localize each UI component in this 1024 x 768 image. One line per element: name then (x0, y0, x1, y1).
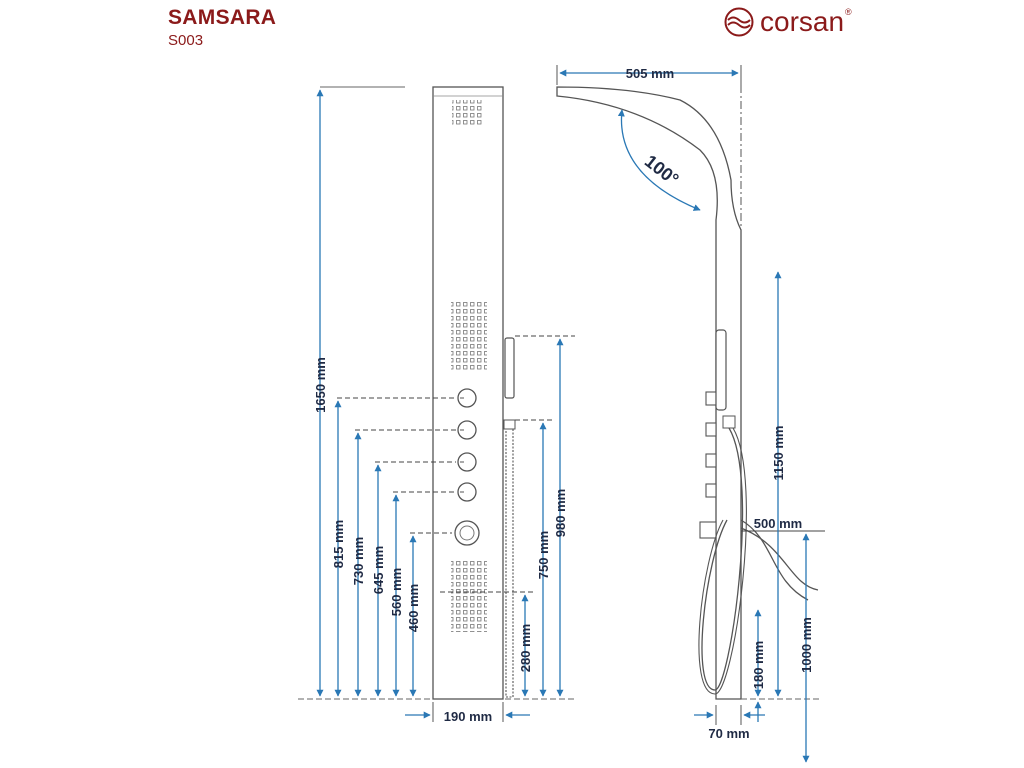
hand-shower-side (715, 329, 727, 411)
product-code: S003 (168, 32, 204, 49)
rain-nozzle-grid (452, 100, 484, 125)
lower-massage-jets (451, 560, 487, 632)
registered-mark: ® (845, 7, 852, 17)
dim-645: 645 mm (371, 546, 386, 594)
side-knobs (699, 391, 717, 539)
dim-190: 190 mm (444, 709, 492, 724)
hand-shower-front (504, 337, 515, 399)
dim-70: 70 mm (708, 726, 749, 741)
hand-shower-holder (503, 419, 516, 430)
dim-180: 180 mm (751, 641, 766, 689)
dim-1650: 1650 mm (313, 357, 328, 413)
dim-angle: 100° (641, 151, 683, 190)
control-knob (457, 452, 477, 472)
hose-loop (701, 427, 744, 691)
upper-massage-jets (451, 300, 487, 370)
control-knob (457, 482, 477, 502)
holder-side (722, 415, 736, 429)
front-dimension-arrows (316, 89, 564, 719)
dim-1000: 1000 mm (799, 617, 814, 673)
dim-505: 505 mm (626, 66, 674, 81)
side-view: 505 mm 100° 1150 mm 500 mm 180 mm 1000 m… (556, 65, 825, 763)
shower-hose (505, 428, 514, 698)
front-view: 1650 mm 815 mm 730 mm 645 mm 560 mm 460 … (298, 86, 575, 724)
dim-750: 750 mm (536, 531, 551, 579)
front-leader-lines (337, 335, 575, 593)
side-dimension-arrows (559, 69, 810, 763)
control-knob (457, 388, 477, 408)
supply-hose-1 (740, 519, 809, 601)
dim-460: 460 mm (406, 584, 421, 632)
dim-1150: 1150 mm (771, 426, 786, 481)
dim-500: 500 mm (754, 516, 802, 531)
corsan-logo-icon (724, 7, 754, 37)
hose-loop-outer (698, 427, 747, 695)
dim-280: 280 mm (518, 624, 533, 672)
product-name: SAMSARA (168, 6, 277, 29)
dim-560: 560 mm (389, 568, 404, 616)
angle-arc (617, 109, 701, 211)
dim-980: 980 mm (553, 489, 568, 537)
supply-hose-2 (740, 527, 819, 591)
thermostat-knob (454, 520, 480, 546)
control-knob (457, 420, 477, 440)
dim-815: 815 mm (331, 520, 346, 568)
dim-730: 730 mm (351, 537, 366, 585)
brand-name: corsan (760, 6, 845, 37)
brand-logo: corsan ® (722, 6, 852, 38)
